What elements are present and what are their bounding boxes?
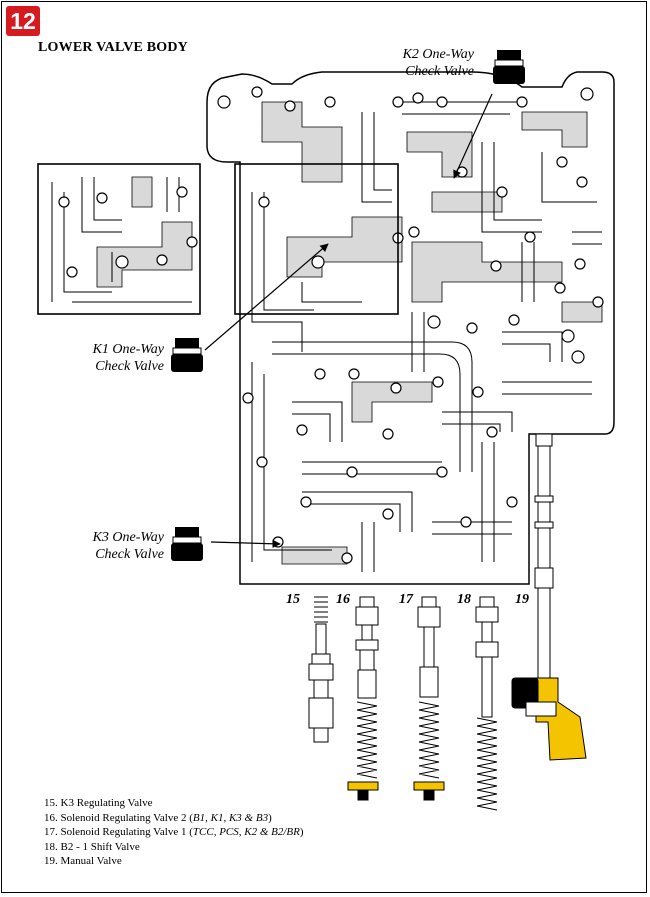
k2-check-valve-label: K2 One-Way Check Valve (362, 46, 474, 80)
zoom-frame (234, 163, 399, 315)
valve-16 (347, 596, 379, 801)
k1-arrow (204, 243, 329, 351)
part-number-16: 16 (336, 592, 350, 607)
valve-body-plate (206, 71, 615, 585)
inset-view (37, 163, 201, 315)
legend: 15. K3 Regulating Valve 16. Solenoid Reg… (44, 796, 304, 869)
k1-label-line1: K1 One-Way (92, 342, 164, 357)
page-title: LOWER VALVE BODY (38, 40, 188, 55)
k2-label-line2: Check Valve (405, 64, 474, 79)
part-number-19: 19 (515, 592, 529, 607)
k3-check-valve-label: K3 One-Way Check Valve (52, 529, 164, 563)
k3-label-line1: K3 One-Way (92, 530, 164, 545)
k2-check-valve-icon (493, 50, 525, 84)
legend-item: 18. B2 - 1 Shift Valve (44, 840, 140, 853)
legend-item: 19. Manual Valve (44, 855, 122, 867)
valve-19 (511, 433, 587, 761)
k3-arrow (210, 539, 281, 548)
page-number-badge: 12 (6, 6, 40, 36)
k1-check-valve-icon (171, 338, 203, 372)
part-number-18: 18 (457, 592, 471, 607)
legend-item: 17. Solenoid Regulating Valve 1 (TCC, PC… (44, 826, 304, 838)
k3-label-line2: Check Valve (95, 547, 164, 562)
legend-item: 15. K3 Regulating Valve (44, 797, 153, 809)
part-number-15: 15 (286, 592, 300, 607)
k3-check-valve-icon (171, 527, 203, 561)
k2-label-line1: K2 One-Way (402, 47, 474, 62)
k1-label-line2: Check Valve (95, 359, 164, 374)
legend-item: 16. Solenoid Regulating Valve 2 (B1, K1,… (44, 811, 272, 824)
valve-17 (413, 596, 445, 801)
valve-15 (308, 596, 334, 743)
k1-check-valve-label: K1 One-Way Check Valve (52, 341, 164, 375)
k2-arrow (453, 93, 493, 179)
part-number-17: 17 (399, 592, 413, 607)
valve-18 (475, 596, 499, 811)
